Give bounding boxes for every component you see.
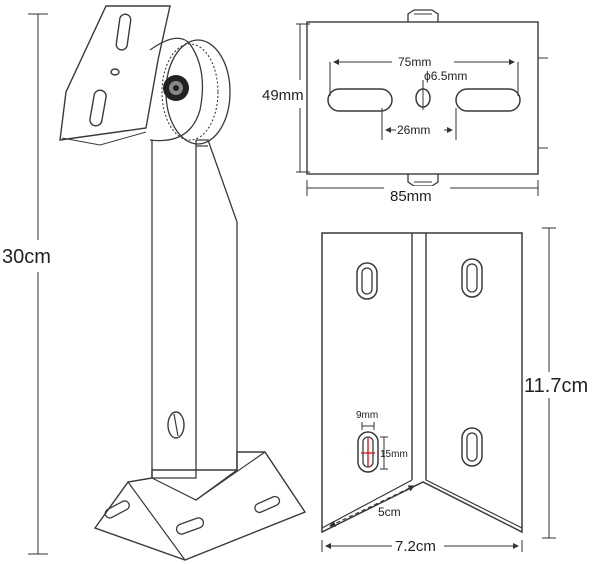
vertical-arm [151,139,238,479]
inner-slot-gap-label: 26mm [397,123,430,137]
center-hole-label: ϕ6.5mm [424,69,467,83]
slot-span-label: 75mm [398,55,431,69]
slot-width-label: 9mm [356,410,378,421]
base-wing-label: 5cm [378,505,401,519]
bracket-3d-view: 30cm [2,5,307,561]
mount-height-label: 49mm [262,87,304,104]
total-height-label: 30cm [2,246,51,268]
swivel-mount [59,5,231,146]
total-height-dimension [28,13,48,555]
base-width-label: 7.2cm [395,538,436,555]
base-plate-drawing: 9mm 15mm 5cm 7.2cm 11.7cm [321,227,588,555]
mount-plate-drawing: 49mm 75mm ϕ6.5mm 26mm [262,9,548,205]
bracket-base-foot [93,451,307,561]
mount-width-label: 85mm [390,188,432,205]
base-height-label: 11.7cm [524,375,588,397]
slot-length-label: 15mm [380,449,408,460]
